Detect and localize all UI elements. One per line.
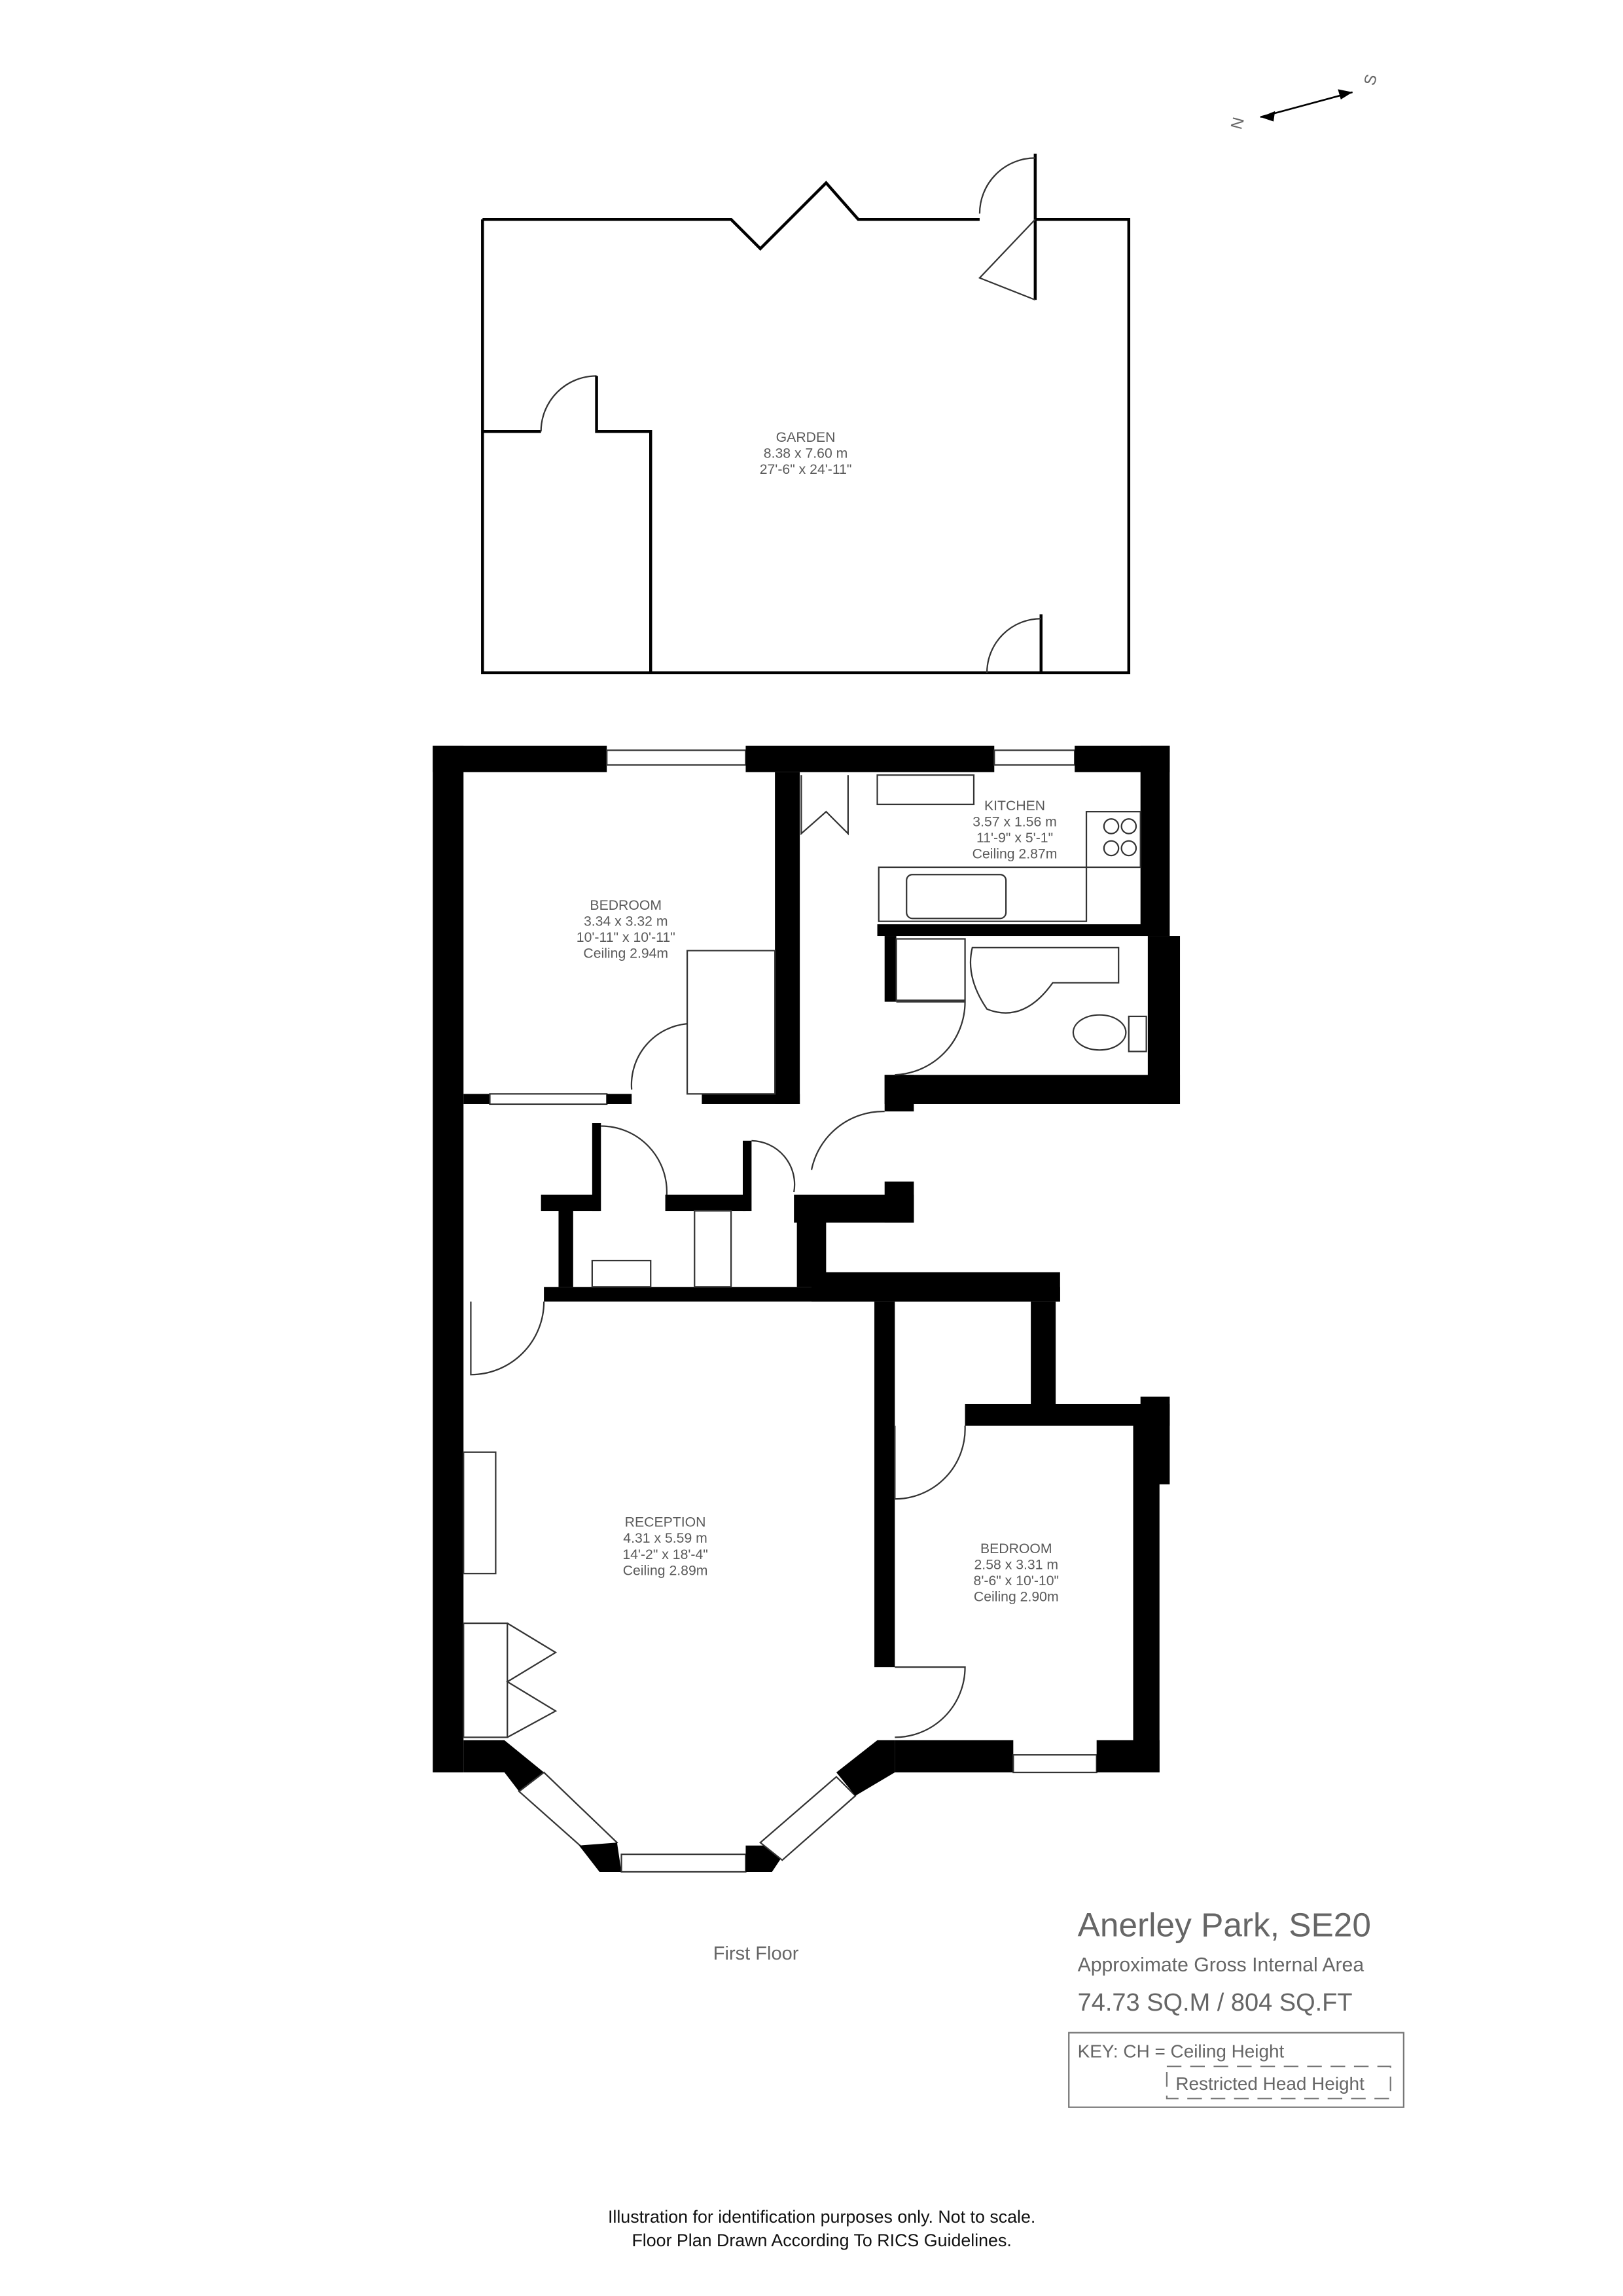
disclaimer-line-2: Floor Plan Drawn According To RICS Guide…: [632, 2231, 1011, 2250]
garden-imperial: 27'-6" x 24'-11": [760, 462, 852, 477]
compass-arrow-icon: [1260, 91, 1353, 118]
toilet-icon: [1072, 1014, 1127, 1051]
bath-icon: [969, 946, 1120, 1014]
svg-text:2.58 x 3.31 m: 2.58 x 3.31 m: [974, 1557, 1059, 1572]
sink-icon: [906, 874, 1007, 920]
first-floor-walls: [433, 745, 1181, 1873]
compass-south: S: [1361, 73, 1381, 88]
svg-text:10'-11" x 10'-11": 10'-11" x 10'-11": [577, 930, 675, 945]
svg-text:Ceiling 2.90m: Ceiling 2.90m: [974, 1590, 1059, 1605]
svg-text:RECEPTION: RECEPTION: [625, 1515, 706, 1530]
restricted-key-box: [1166, 2065, 1391, 2100]
kitchen-worktop: [878, 866, 1088, 922]
key-line: KEY: CH = Ceiling Height: [1078, 2041, 1285, 2062]
svg-text:8'-6" x 10'-10": 8'-6" x 10'-10": [974, 1573, 1060, 1588]
svg-text:KITCHEN: KITCHEN: [984, 798, 1045, 814]
garden-metric: 8.38 x 7.60 m: [764, 446, 848, 461]
area-subtitle: Approximate Gross Internal Area: [1078, 1954, 1364, 1976]
svg-text:Ceiling 2.89m: Ceiling 2.89m: [623, 1563, 708, 1578]
key-restricted: Restricted Head Height: [1175, 2073, 1364, 2094]
svg-text:Ceiling 2.87m: Ceiling 2.87m: [972, 847, 1058, 862]
basin-icon: [895, 938, 966, 1001]
room-bedroom-2: BEDROOM 2.58 x 3.31 m 8'-6" x 10'-10" Ce…: [974, 1541, 1060, 1605]
svg-text:Ceiling 2.94m: Ceiling 2.94m: [583, 946, 668, 961]
fireplace: [463, 1451, 497, 1575]
room-kitchen: KITCHEN 3.57 x 1.56 m 11'-9" x 5'-1" Cei…: [972, 798, 1058, 862]
compass-north: N: [1228, 115, 1248, 131]
garden-plan: GARDEN 8.38 x 7.60 m 27'-6" x 24'-11": [481, 153, 1131, 675]
room-reception: RECEPTION 4.31 x 5.59 m 14'-2" x 18'-4" …: [622, 1515, 708, 1579]
hob-icon: [1085, 811, 1141, 869]
svg-text:11'-9" x 5'-1": 11'-9" x 5'-1": [976, 831, 1053, 846]
compass: N S: [1228, 73, 1381, 132]
floor-label: First Floor: [713, 1943, 799, 1964]
key-box: [1068, 2032, 1404, 2108]
svg-text:BEDROOM: BEDROOM: [980, 1541, 1052, 1556]
room-bedroom-1: BEDROOM 3.34 x 3.32 m 10'-11" x 10'-11" …: [577, 898, 675, 961]
svg-text:3.34 x 3.32 m: 3.34 x 3.32 m: [584, 914, 668, 929]
fixtures: [463, 774, 1147, 1738]
cupboard: [463, 1623, 508, 1738]
property-title: Anerley Park, SE20: [1078, 1905, 1371, 1943]
svg-text:3.57 x 1.56 m: 3.57 x 1.56 m: [972, 814, 1057, 829]
svg-text:4.31 x 5.59 m: 4.31 x 5.59 m: [623, 1531, 707, 1546]
info-panel: Anerley Park, SE20 Approximate Gross Int…: [1068, 1905, 1404, 2108]
disclaimer-line-1: Illustration for identification purposes…: [608, 2207, 1035, 2227]
svg-text:14'-2" x 18'-4": 14'-2" x 18'-4": [622, 1547, 708, 1562]
garden-name: GARDEN: [776, 430, 836, 445]
svg-text:BEDROOM: BEDROOM: [590, 898, 662, 913]
area-value: 74.73 SQ.M / 804 SQ.FT: [1078, 1989, 1353, 2017]
